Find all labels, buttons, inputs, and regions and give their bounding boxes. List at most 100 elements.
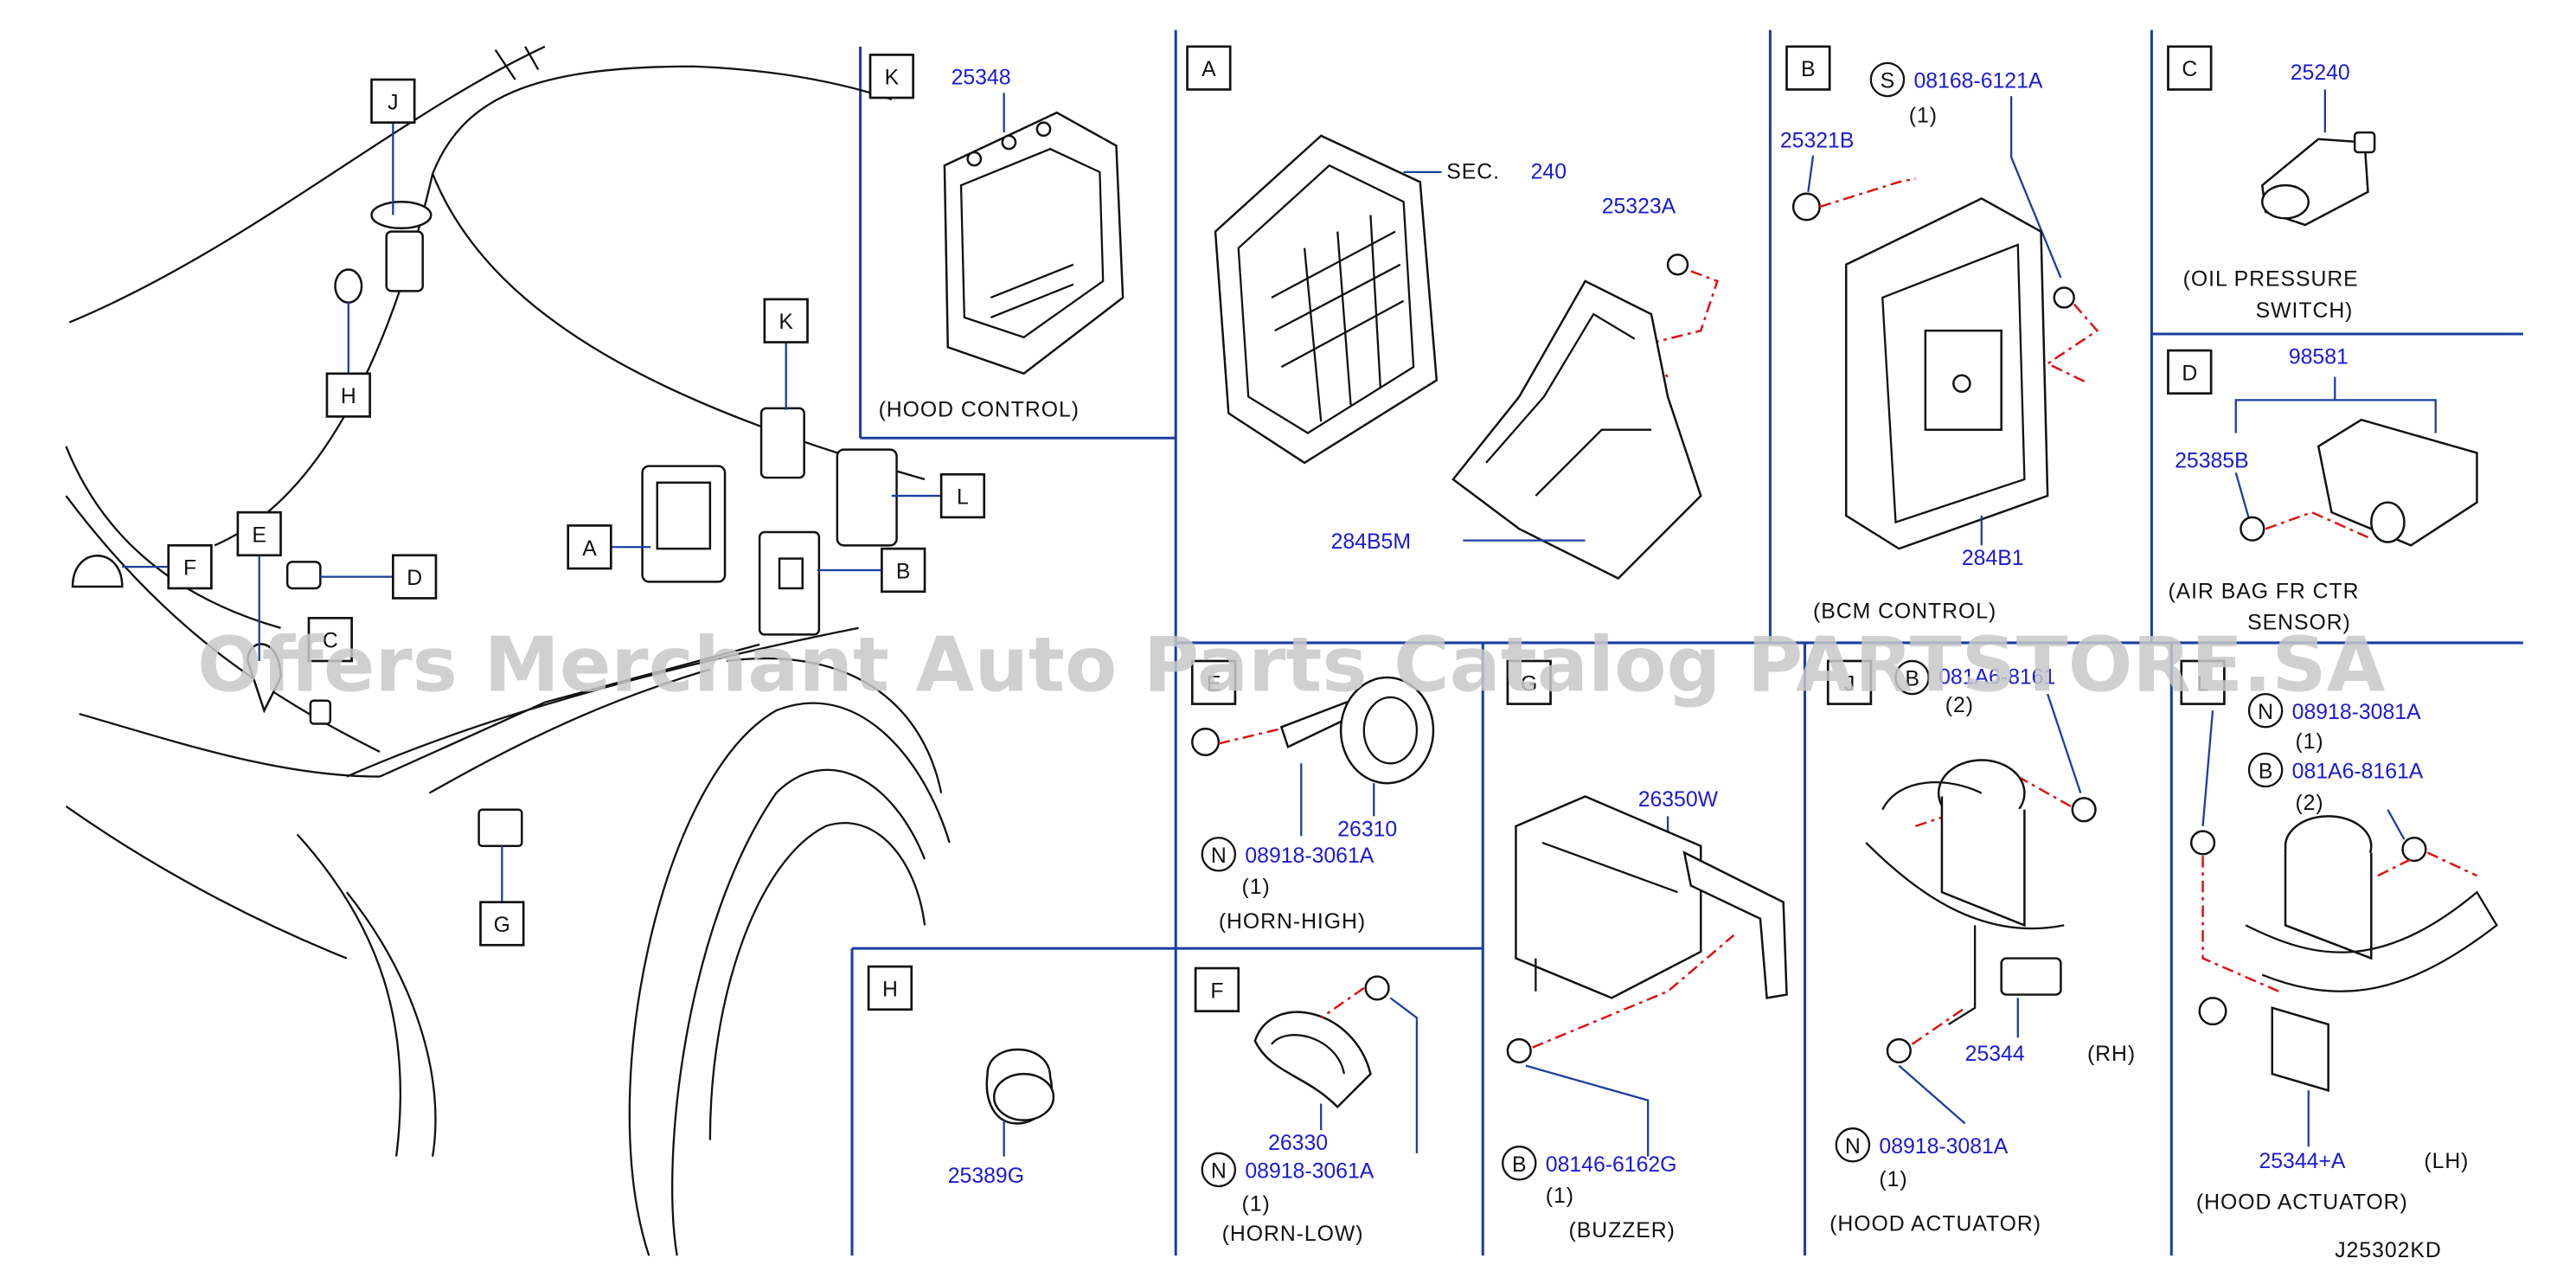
part-number-08146-6162G: 08146-6162G — [1546, 1153, 1677, 1177]
callout-g[interactable]: G — [479, 901, 525, 947]
callout-d[interactable]: D — [391, 554, 438, 600]
callout-b[interactable]: B — [881, 547, 926, 594]
panel-e: E 26310 N 08918-3061A (1) (HORN-HIGH) — [1190, 659, 1435, 934]
part-number-08168-6121A: 08168-6121A — [1914, 70, 2043, 93]
caption-buzzer: (BUZZER) — [1569, 1219, 1676, 1242]
svg-text:SENSOR): SENSOR) — [2247, 612, 2351, 635]
part-number-25344A: 25344+A — [2259, 1150, 2345, 1173]
svg-text:H: H — [341, 385, 356, 408]
caption-hood-actuator-lh: (HOOD ACTUATOR) — [2196, 1191, 2408, 1215]
panel-c-letter: C — [2182, 58, 2197, 81]
sec-label: SEC. — [1446, 161, 1500, 184]
svg-text:D: D — [407, 567, 422, 590]
panel-k-letter: K — [885, 67, 900, 90]
callout-c[interactable]: C — [307, 616, 353, 663]
svg-text:(1): (1) — [1242, 876, 1271, 899]
panel-b-letter: B — [1801, 58, 1816, 81]
part-number-25344: 25344 — [1965, 1043, 2025, 1066]
svg-text:(RH): (RH) — [2087, 1043, 2136, 1066]
svg-text:J: J — [388, 91, 398, 114]
part-number-08918-3081A-j: 08918-3081A — [1879, 1135, 2008, 1159]
svg-text:N: N — [1211, 1159, 1227, 1183]
panel-d: D 98581 25385B (AIR BAG FR CTR SENSOR) — [2167, 345, 2478, 635]
watermark: Offers Merchant Auto Parts Catalog PARTS… — [197, 620, 2386, 709]
panel-c: C 25240 (OIL PRESSURE SWITCH) — [2167, 45, 2376, 323]
caption-horn-high: (HORN-HIGH) — [1219, 910, 1366, 934]
svg-text:(1): (1) — [2295, 730, 2323, 754]
panel-l-letter: L — [2197, 672, 2209, 696]
part-number-25389G: 25389G — [948, 1165, 1024, 1188]
caption-hood-actuator-rh: (HOOD ACTUATOR) — [1829, 1213, 2041, 1236]
panel-j: J B 081A6-8161 (2) 25344 (RH) N 08918-30… — [1826, 659, 2136, 1236]
svg-text:S: S — [1881, 70, 1895, 93]
part-number-26310: 26310 — [1337, 818, 1397, 841]
panel-j-letter: J — [1844, 672, 1855, 696]
svg-text:(LH): (LH) — [2424, 1150, 2469, 1173]
caption-bcm-control: (BCM CONTROL) — [1813, 600, 1996, 623]
part-number-284B1: 284B1 — [1962, 547, 2024, 570]
callout-j[interactable]: J — [370, 78, 416, 124]
panel-e-letter: E — [1207, 672, 1221, 696]
svg-text:N: N — [1845, 1135, 1861, 1159]
part-number-284B5M: 284B5M — [1331, 530, 1411, 554]
part-number-08918-3061A-f: 08918-3061A — [1245, 1159, 1374, 1183]
svg-text:A: A — [582, 537, 597, 561]
svg-text:B: B — [1512, 1153, 1527, 1177]
panel-g-letter: G — [1521, 672, 1537, 696]
callout-a[interactable]: A — [567, 524, 612, 570]
svg-text:B: B — [896, 561, 911, 584]
svg-text:K: K — [779, 311, 793, 334]
panel-b: B S 08168-6121A (1) 25321B 284B1 (BCM CO… — [1780, 45, 2099, 623]
svg-text:SWITCH): SWITCH) — [2256, 299, 2354, 323]
panel-grid — [850, 29, 2523, 1256]
part-number-25240: 25240 — [2291, 61, 2350, 85]
callout-l[interactable]: L — [939, 472, 986, 519]
svg-text:(1): (1) — [1879, 1168, 1907, 1191]
part-number-081A6-8161: 081A6-8161 — [1938, 666, 2055, 690]
panel-h-letter: H — [882, 978, 898, 1001]
svg-text:E: E — [252, 524, 266, 548]
part-number-08918-3081A-l: 08918-3081A — [2292, 701, 2421, 724]
svg-text:C: C — [323, 630, 338, 653]
diagram-code: J25302KD — [2335, 1239, 2441, 1262]
panel-f: F 26330 N 08918-3061A (1) (HORN-LOW) — [1194, 966, 1419, 1246]
part-number-25348: 25348 — [952, 67, 1011, 90]
panel-a: A SEC. 240 25323A 284B5M — [1186, 45, 1719, 581]
svg-text:N: N — [2258, 701, 2273, 724]
panel-a-letter: A — [1201, 58, 1216, 81]
svg-text:(1): (1) — [1546, 1184, 1574, 1208]
svg-text:(AIR BAG FR CTR: (AIR BAG FR CTR — [2168, 580, 2359, 603]
part-number-08918-3061A-e: 08918-3061A — [1245, 844, 1374, 868]
part-number-25323A: 25323A — [1602, 196, 1676, 219]
svg-text:F: F — [183, 557, 196, 581]
sec-number: 240 — [1531, 161, 1567, 184]
svg-text:(OIL PRESSURE: (OIL PRESSURE — [2183, 268, 2359, 292]
part-number-081A6-8161A: 081A6-8161A — [2292, 760, 2424, 783]
svg-text:(2): (2) — [1945, 694, 1974, 717]
svg-text:B: B — [1905, 668, 1919, 691]
callout-k[interactable]: K — [763, 298, 809, 343]
part-number-98581: 98581 — [2289, 345, 2349, 369]
svg-text:G: G — [494, 914, 510, 937]
callout-f[interactable]: F — [167, 543, 213, 590]
panel-d-letter: D — [2182, 362, 2197, 385]
caption-hood-control: (HOOD CONTROL) — [879, 398, 1080, 421]
part-number-26330: 26330 — [1268, 1132, 1328, 1155]
part-number-25321B: 25321B — [1780, 129, 1855, 152]
panel-h: H 25389G — [867, 965, 1055, 1188]
callout-h[interactable]: H — [325, 372, 371, 418]
part-number-25385B: 25385B — [2175, 450, 2249, 473]
svg-text:L: L — [957, 486, 969, 510]
part-number-26350W: 26350W — [1638, 788, 1719, 812]
svg-text:(1): (1) — [1909, 105, 1938, 128]
svg-text:(2): (2) — [2295, 792, 2323, 815]
svg-text:B: B — [2259, 760, 2273, 783]
panel-l: L N 08918-3081A (1) B 081A6-8161A (2) 25… — [2180, 659, 2498, 1215]
panel-f-letter: F — [1210, 979, 1223, 1003]
panel-g: G 26350W B 08146-6162G (1) (BUZZER) — [1502, 659, 1788, 1242]
svg-text:(1): (1) — [1242, 1193, 1271, 1217]
callout-e[interactable]: E — [236, 510, 282, 557]
svg-text:N: N — [1211, 844, 1227, 868]
